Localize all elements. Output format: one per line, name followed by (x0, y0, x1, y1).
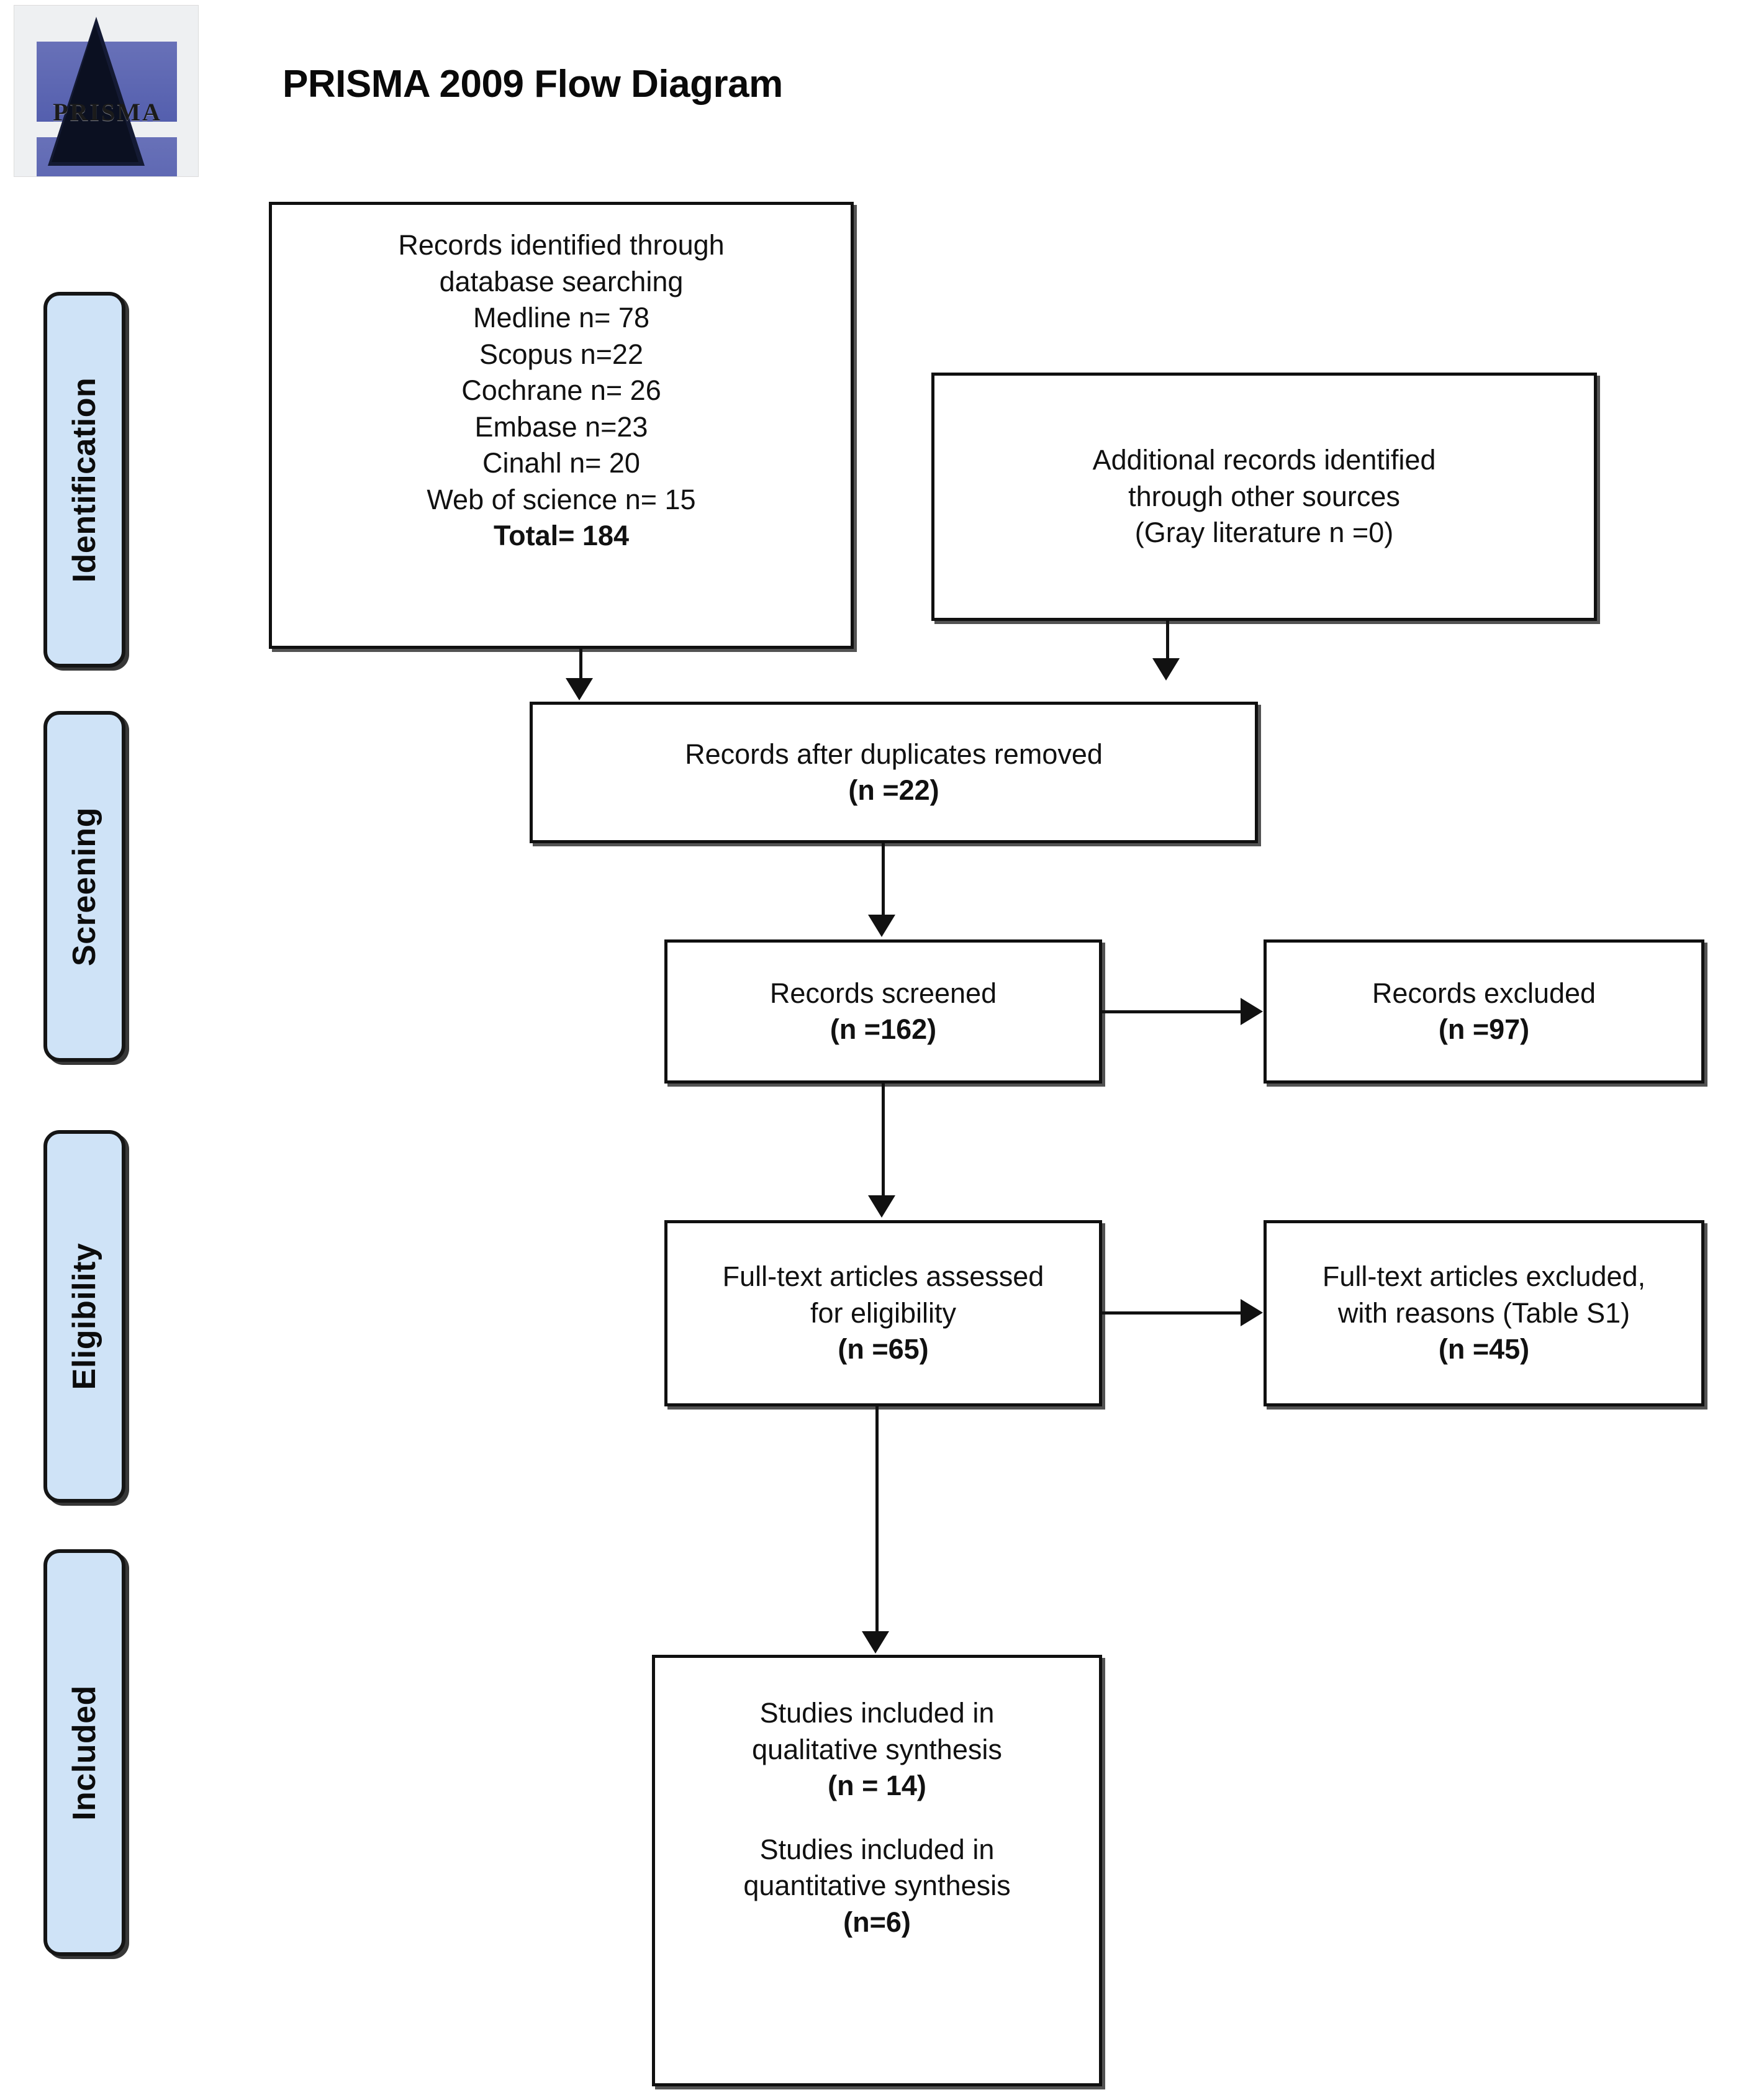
records-identified-cochrane: Cochrane n= 26 (461, 374, 661, 406)
records-identified-line-1: Records identified through (398, 229, 725, 261)
fulltext-assessed-count: (n =65) (838, 1333, 929, 1365)
quantitative-synthesis-line-1: Studies included in (759, 1833, 995, 1865)
records-screened-label: Records screened (769, 977, 997, 1009)
flow-box-duplicates-removed: Records after duplicates removed (n =22) (530, 702, 1258, 843)
additional-records-line-2: through other sources (1128, 480, 1400, 512)
connector-additional-to-duplicates (1166, 621, 1169, 660)
flow-box-fulltext-assessed: Full-text articles assessed for eligibil… (664, 1220, 1102, 1406)
records-identified-cinahl: Cinahl n= 20 (482, 447, 640, 479)
connector-duplicates-to-screened (882, 843, 885, 916)
records-identified-scopus: Scopus n=22 (479, 338, 643, 370)
stage-label-eligibility: Eligibility (66, 1242, 102, 1390)
fulltext-excluded-count: (n =45) (1438, 1333, 1530, 1365)
fulltext-assessed-line-2: for eligibility (810, 1297, 957, 1329)
records-excluded-count: (n =97) (1438, 1013, 1530, 1045)
fulltext-excluded-line-2: with reasons (Table S1) (1337, 1297, 1630, 1329)
stage-pill-included: Included (43, 1549, 125, 1956)
duplicates-removed-label: Records after duplicates removed (685, 738, 1103, 770)
records-identified-web-of-science: Web of science n= 15 (427, 483, 696, 515)
logo-wordmark: PRISMA (53, 98, 162, 126)
additional-records-line-1: Additional records identified (1092, 444, 1436, 476)
flow-box-records-screened: Records screened (n =162) (664, 939, 1102, 1084)
connector-screened-to-fulltext (882, 1084, 885, 1197)
stage-label-included: Included (66, 1685, 102, 1821)
page-title: PRISMA 2009 Flow Diagram (283, 63, 783, 106)
arrowhead-fulltext-to-fulltext-excluded (1241, 1299, 1263, 1326)
records-identified-medline: Medline n= 78 (473, 302, 649, 333)
arrowhead-fulltext-to-studies-included (862, 1631, 889, 1654)
fulltext-assessed-line-1: Full-text articles assessed (722, 1260, 1044, 1293)
records-screened-count: (n =162) (830, 1013, 937, 1045)
arrowhead-duplicates-to-screened (868, 915, 895, 937)
qualitative-synthesis-line-1: Studies included in (759, 1697, 995, 1729)
connector-fulltext-to-fulltext-excluded (1102, 1311, 1242, 1315)
flow-box-additional-records: Additional records identified through ot… (931, 373, 1597, 621)
prisma-logo: PRISMA (14, 5, 199, 177)
flow-box-records-excluded: Records excluded (n =97) (1264, 939, 1704, 1084)
qualitative-synthesis-line-2: qualitative synthesis (752, 1733, 1002, 1765)
stage-label-screening: Screening (66, 807, 102, 966)
records-identified-total: Total= 184 (493, 520, 629, 551)
stage-pill-screening: Screening (43, 711, 125, 1062)
arrowhead-screened-to-fulltext (868, 1195, 895, 1218)
arrowhead-additional-to-duplicates (1152, 658, 1180, 681)
stage-label-identification: Identification (66, 377, 102, 582)
qualitative-synthesis-count: (n = 14) (828, 1770, 926, 1801)
flow-box-records-identified: Records identified through database sear… (269, 202, 854, 649)
duplicates-removed-count: (n =22) (848, 774, 939, 806)
quantitative-synthesis-line-2: quantitative synthesis (743, 1870, 1011, 1901)
records-identified-embase: Embase n=23 (474, 410, 648, 443)
arrowhead-identified-to-duplicates (566, 678, 593, 700)
fulltext-excluded-line-1: Full-text articles excluded, (1322, 1260, 1646, 1293)
prism-triangle-inner-icon (52, 24, 138, 162)
stage-pill-identification: Identification (43, 292, 125, 668)
stage-pill-eligibility: Eligibility (43, 1130, 125, 1503)
records-excluded-label: Records excluded (1372, 977, 1596, 1009)
flow-box-studies-included: Studies included in qualitative synthesi… (652, 1655, 1102, 2086)
quantitative-synthesis-count: (n=6) (843, 1906, 911, 1938)
arrowhead-screened-to-records-excluded (1241, 998, 1263, 1025)
records-identified-line-2: database searching (439, 265, 684, 297)
connector-screened-to-records-excluded (1102, 1010, 1242, 1013)
flow-box-fulltext-excluded: Full-text articles excluded, with reason… (1264, 1220, 1704, 1406)
connector-identified-to-duplicates (579, 649, 582, 680)
additional-records-line-3: (Gray literature n =0) (1134, 517, 1394, 549)
connector-fulltext-to-studies-included (875, 1406, 879, 1633)
